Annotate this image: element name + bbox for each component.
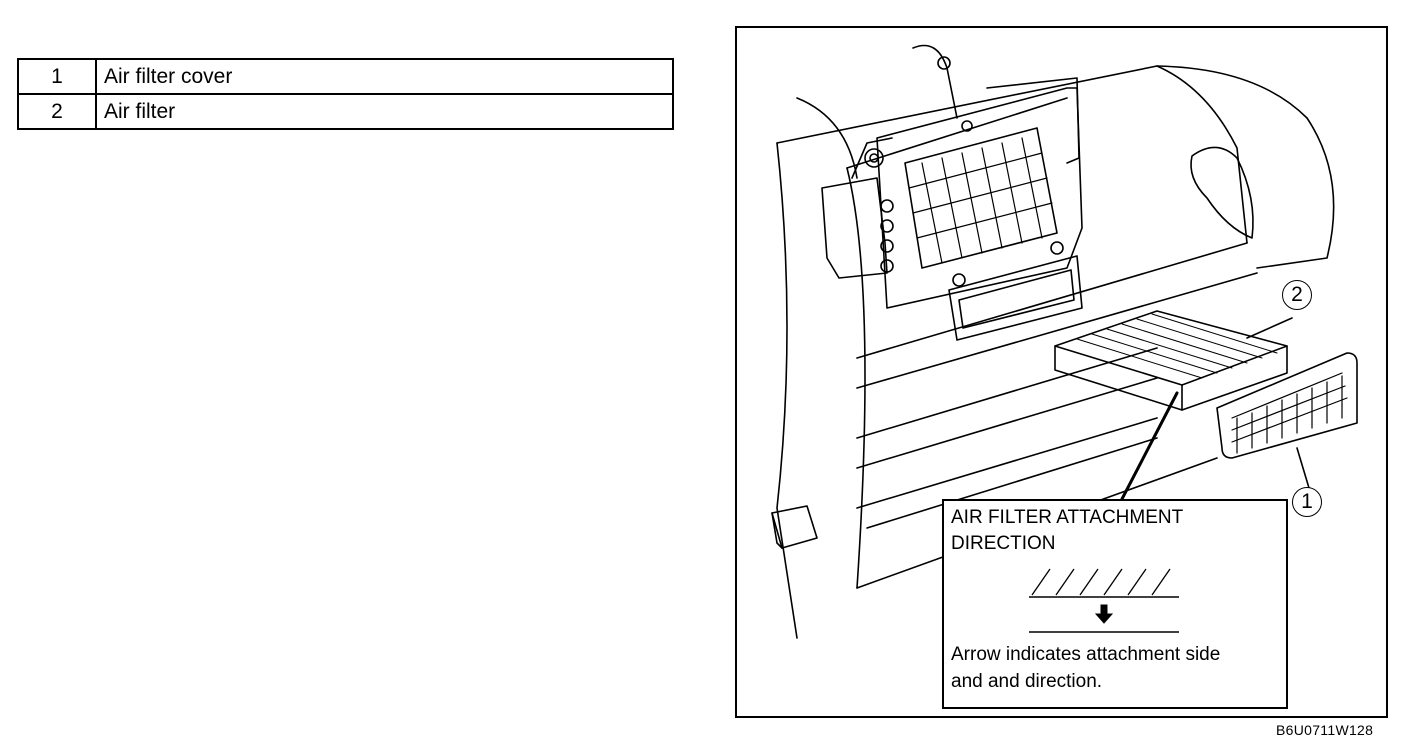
attachment-direction-callout: AIR FILTER ATTACHMENT DIRECTION Arrow in…	[942, 499, 1288, 709]
marker-2: 2	[1282, 280, 1312, 310]
callout-title-line: AIR FILTER ATTACHMENT	[951, 507, 1184, 528]
legend-label: Air filter	[95, 93, 674, 130]
legend-row: 2 Air filter	[17, 93, 674, 130]
air-filter-diagram: 2 1 AIR FILTER ATTACHMENT DIRECTION Arro…	[735, 26, 1388, 718]
legend-number: 1	[17, 58, 97, 95]
legend-row: 1 Air filter cover	[17, 58, 674, 95]
dashboard-line-drawing	[771, 44, 1358, 639]
figure-code: B6U0711W128	[1276, 722, 1374, 738]
down-arrow-icon	[1094, 604, 1114, 624]
direction-arrow-symbol	[1029, 568, 1179, 633]
parts-legend-table: 1 Air filter cover 2 Air filter	[17, 58, 674, 130]
marker-1: 1	[1292, 487, 1322, 517]
legend-number: 2	[17, 93, 97, 130]
legend-label: Air filter cover	[95, 58, 674, 95]
callout-description-line: and and direction.	[951, 671, 1103, 692]
callout-title-line: DIRECTION	[951, 533, 1056, 554]
callout-title: AIR FILTER ATTACHMENT DIRECTION	[951, 505, 1281, 557]
callout-description: Arrow indicates attachment side and and …	[951, 641, 1281, 695]
callout-description-line: Arrow indicates attachment side	[951, 644, 1221, 665]
